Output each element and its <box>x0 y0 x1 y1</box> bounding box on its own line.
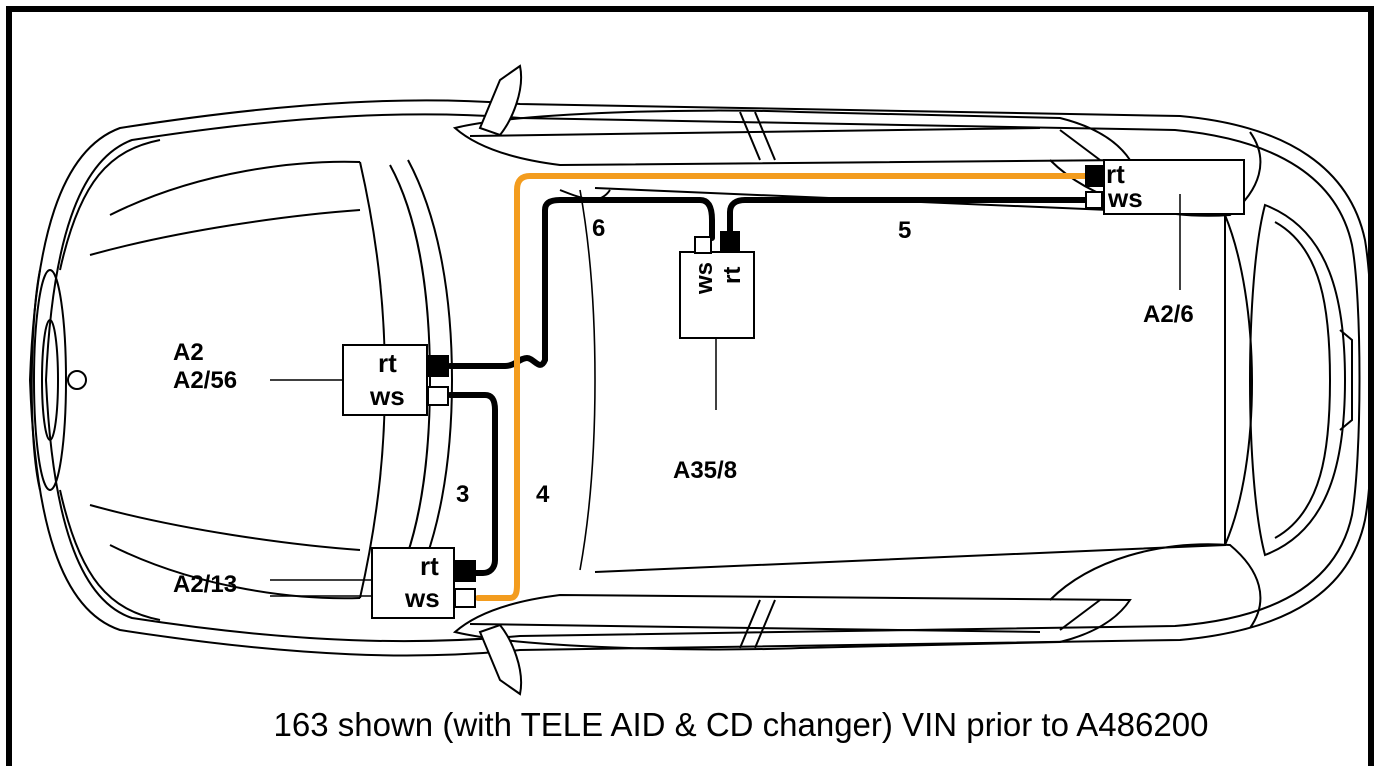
a2-6-ws-label: ws <box>1107 183 1143 213</box>
caption-text: 163 shown (with TELE AID & CD changer) V… <box>273 706 1209 743</box>
box-a2-56 <box>342 344 428 416</box>
a35-8-rt-label: rt <box>719 267 746 284</box>
a35-8-ws-label: ws <box>691 262 718 295</box>
cable-3-label: 3 <box>456 481 469 508</box>
a35-8-label: A35/8 <box>673 457 737 484</box>
connector-a2-56-ws <box>427 386 449 406</box>
cable-4 <box>475 173 1091 601</box>
car-outline <box>28 64 1374 696</box>
a2-label: A2 <box>173 339 204 366</box>
a2-56-rt-label: rt <box>378 348 397 378</box>
cable-3 <box>447 392 498 576</box>
cable-6-label: 6 <box>592 215 605 242</box>
cable-6 <box>447 197 715 369</box>
cable-5-label: 5 <box>898 217 911 244</box>
box-a35-8 <box>679 251 755 339</box>
connector-a2-56-rt <box>427 355 449 377</box>
connector-a35-8-ws <box>694 236 712 254</box>
a2-56-label: A2/56 <box>173 367 237 394</box>
leader-lines <box>270 194 1181 597</box>
cables <box>447 173 1091 601</box>
connector-a2-6-rt <box>1085 165 1105 187</box>
a2-13-ws-label: ws <box>404 583 440 613</box>
component-boxes <box>342 159 1245 619</box>
connector-a2-6-ws <box>1085 191 1103 209</box>
connectors <box>427 165 1105 608</box>
connector-a2-13-rt <box>454 560 476 582</box>
box-a2-6 <box>1103 159 1245 215</box>
diagram-caption: 163 shown (with TELE AID & CD changer) V… <box>0 706 1386 744</box>
connector-a35-8-rt <box>720 231 740 253</box>
a2-13-rt-label: rt <box>420 551 439 581</box>
a2-13-label: A2/13 <box>173 571 237 598</box>
a2-6-label: A2/6 <box>1143 301 1194 328</box>
box-a2-13 <box>371 547 455 619</box>
a2-6-rt-label: rt <box>1106 159 1125 189</box>
a2-56-ws-label: ws <box>369 381 405 411</box>
connector-a2-13-ws <box>454 588 476 608</box>
cable-5 <box>727 197 1091 241</box>
cable-4-label: 4 <box>536 481 550 508</box>
